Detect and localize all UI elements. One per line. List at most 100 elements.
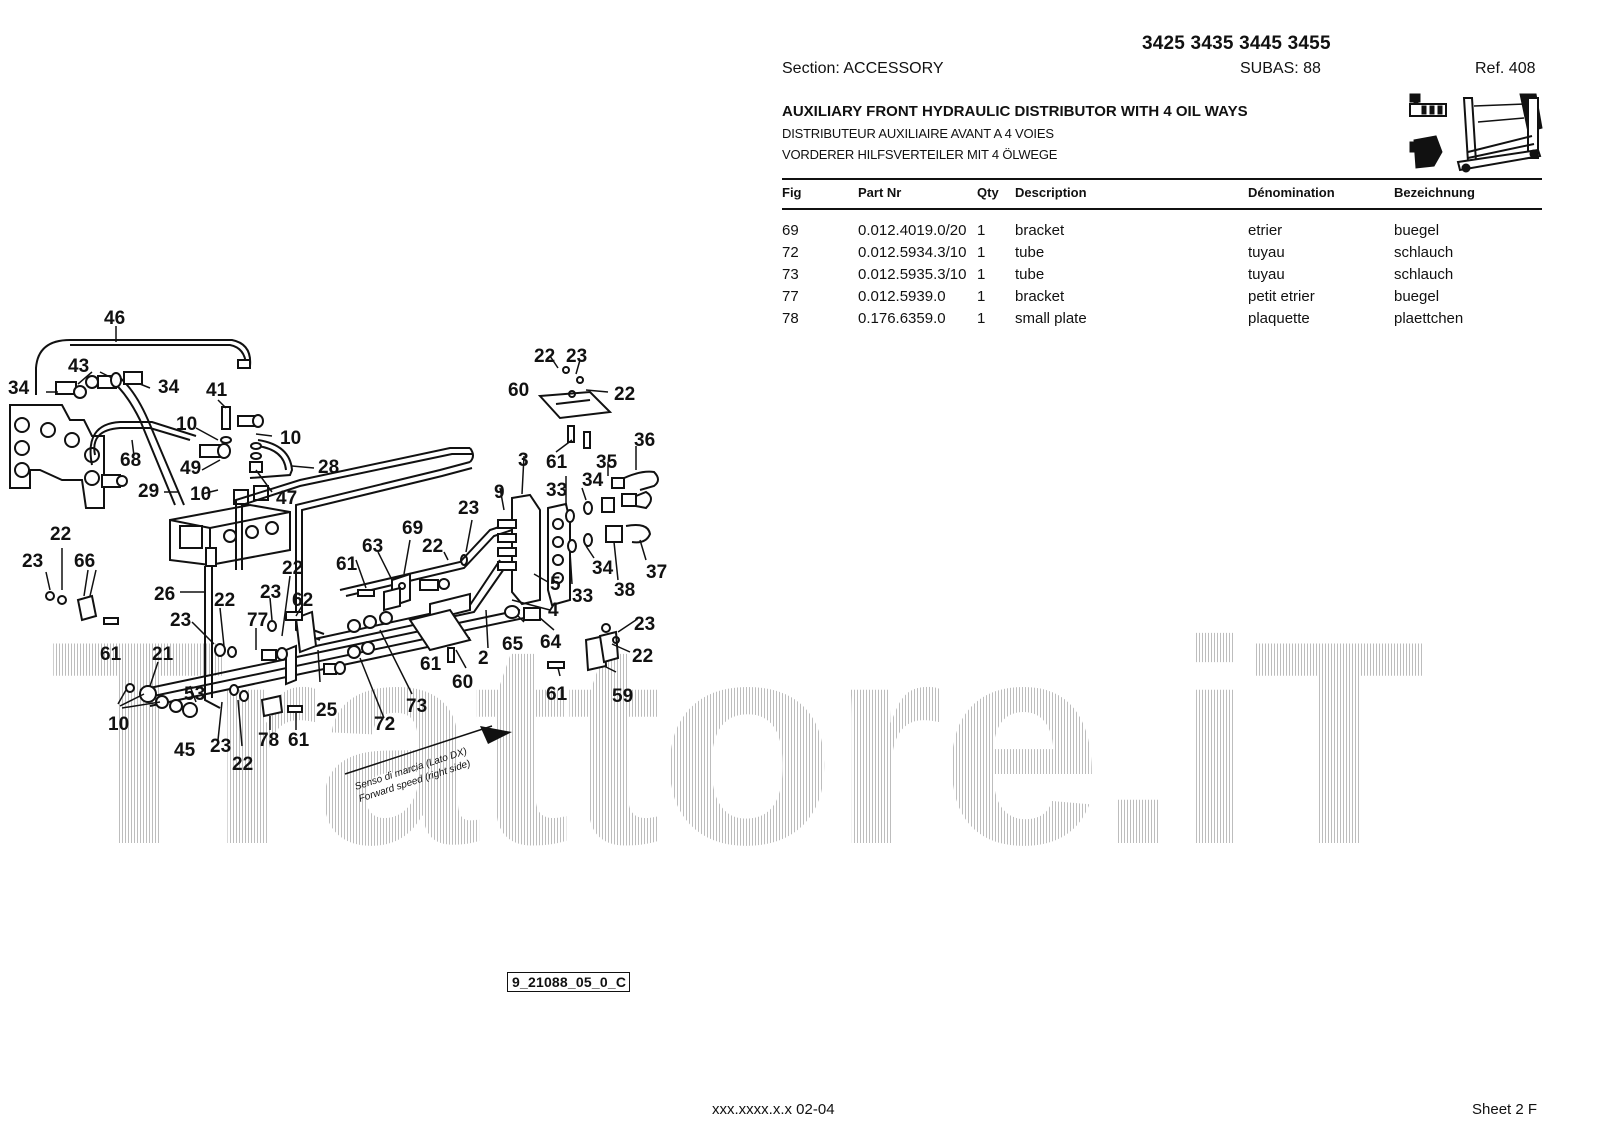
callout-number: 35 [596, 452, 618, 473]
callout-number: 5 [550, 574, 561, 595]
callout-number: 10 [176, 414, 197, 435]
callout-number: 63 [362, 536, 383, 557]
callout-number: 59 [612, 686, 633, 707]
callout-number: 25 [316, 700, 338, 721]
callout-number: 69 [402, 518, 423, 539]
col-header-description: Description [1015, 185, 1087, 200]
cell-fig: 73 [782, 266, 799, 283]
col-header-part-nr: Part Nr [858, 185, 902, 200]
cell-bezeichnung: schlauch [1394, 266, 1454, 283]
callout-number: 22 [50, 524, 71, 545]
cell-description: tube [1015, 244, 1045, 261]
callout-number: 72 [374, 714, 395, 735]
callout-number: 36 [634, 430, 655, 451]
cell-fig: 77 [782, 288, 799, 305]
cell-part-nr: 0.176.6359.0 [858, 310, 946, 327]
cell-denomination: tuyau [1248, 244, 1285, 261]
cell-description: tube [1015, 266, 1045, 283]
drawing-code: 9_21088_05_0_C [507, 972, 631, 992]
callout-number: 23 [566, 346, 587, 367]
callout-number: 23 [22, 551, 43, 572]
direction-arrow-icon [344, 725, 512, 775]
callout-number: 37 [646, 562, 667, 583]
assembly-thumbnail-icon [1409, 93, 1543, 173]
cell-bezeichnung: buegel [1394, 222, 1440, 239]
subas-label: SUBAS: 88 [1240, 60, 1321, 77]
cell-denomination: plaquette [1248, 310, 1310, 327]
callout-number: 34 [582, 470, 604, 491]
callout-number: 33 [572, 586, 593, 607]
callout-number: 60 [452, 672, 473, 693]
callout-number: 2 [478, 648, 489, 669]
table-row: 73 0.012.5935.3/10 1 tube tuyau schlauch [782, 266, 1542, 288]
col-header-denomination: Dénomination [1248, 185, 1335, 200]
model-numbers: 3425 3435 3445 3455 [1142, 33, 1331, 54]
cell-bezeichnung: buegel [1394, 288, 1440, 305]
callout-number: 45 [174, 740, 196, 761]
cell-fig: 69 [782, 222, 799, 239]
col-header-fig: Fig [782, 185, 802, 200]
cell-description: bracket [1015, 288, 1065, 305]
callout-number: 26 [154, 584, 175, 605]
callout-number: 61 [288, 730, 310, 751]
callout-number: 23 [210, 736, 231, 757]
cell-qty: 1 [977, 310, 986, 327]
cell-bezeichnung: schlauch [1394, 244, 1454, 261]
table-row: 72 0.012.5934.3/10 1 tube tuyau schlauch [782, 244, 1542, 266]
callout-number: 33 [546, 480, 567, 501]
callout-number: 73 [406, 696, 427, 717]
callout-number: 22 [232, 754, 253, 775]
sheet-number: Sheet 2 F [1472, 1101, 1538, 1118]
callout-number: 64 [540, 632, 562, 653]
callout-number: 23 [260, 582, 281, 603]
callout-number: 29 [138, 481, 159, 502]
cell-description: bracket [1015, 222, 1065, 239]
callout-number: 53 [184, 684, 205, 705]
cell-denomination: tuyau [1248, 266, 1285, 283]
callout-number: 9 [494, 482, 505, 503]
title-french: DISTRIBUTEUR AUXILIAIRE AVANT A 4 VOIES [782, 126, 1054, 141]
callout-number: 46 [104, 308, 125, 329]
callout-number: 41 [206, 380, 228, 401]
cell-part-nr: 0.012.5934.3/10 [858, 244, 967, 261]
callout-number: 23 [170, 610, 191, 631]
callout-number: 3 [518, 450, 529, 471]
col-header-qty: Qty [977, 185, 999, 200]
exploded-parts-diagram: Senso di marcia (Lato DX) Forward speed … [8, 308, 667, 805]
table-top-rule [782, 178, 1542, 180]
title-english: AUXILIARY FRONT HYDRAULIC DISTRIBUTOR WI… [782, 103, 1248, 120]
callout-number: 34 [8, 378, 30, 399]
callout-number: 66 [74, 551, 95, 572]
cell-qty: 1 [977, 288, 986, 305]
cell-qty: 1 [977, 266, 986, 283]
title-german: VORDERER HILFSVERTEILER MIT 4 ÖLWEGE [782, 147, 1058, 162]
callout-number: 47 [276, 488, 297, 509]
cell-qty: 1 [977, 222, 986, 239]
callout-number: 28 [318, 457, 339, 478]
callout-number: 62 [292, 590, 313, 611]
callout-number: 61 [546, 684, 568, 705]
cell-qty: 1 [977, 244, 986, 261]
cell-description: small plate [1015, 310, 1087, 327]
cell-part-nr: 0.012.5939.0 [858, 288, 946, 305]
callout-number: 61 [420, 654, 442, 675]
table-row: 69 0.012.4019.0/20 1 bracket etrier bueg… [782, 222, 1542, 244]
cell-fig: 78 [782, 310, 799, 327]
cell-denomination: etrier [1248, 222, 1283, 239]
callout-number: 22 [214, 590, 235, 611]
callout-number: 23 [458, 498, 479, 519]
callout-number: 22 [422, 536, 443, 557]
callout-number: 10 [108, 714, 129, 735]
cell-denomination: petit etrier [1248, 288, 1315, 305]
callout-number: 22 [282, 558, 303, 579]
callout-number: 61 [336, 554, 358, 575]
cell-fig: 72 [782, 244, 799, 261]
callout-number: 68 [120, 450, 141, 471]
callout-number: 4 [548, 600, 559, 621]
callout-number: 34 [592, 558, 614, 579]
section-label: Section: ACCESSORY [782, 60, 944, 77]
ref-label: Ref. 408 [1475, 60, 1536, 77]
callout-number: 61 [100, 644, 122, 665]
callout-number: 10 [190, 484, 211, 505]
callout-number: 61 [546, 452, 568, 473]
